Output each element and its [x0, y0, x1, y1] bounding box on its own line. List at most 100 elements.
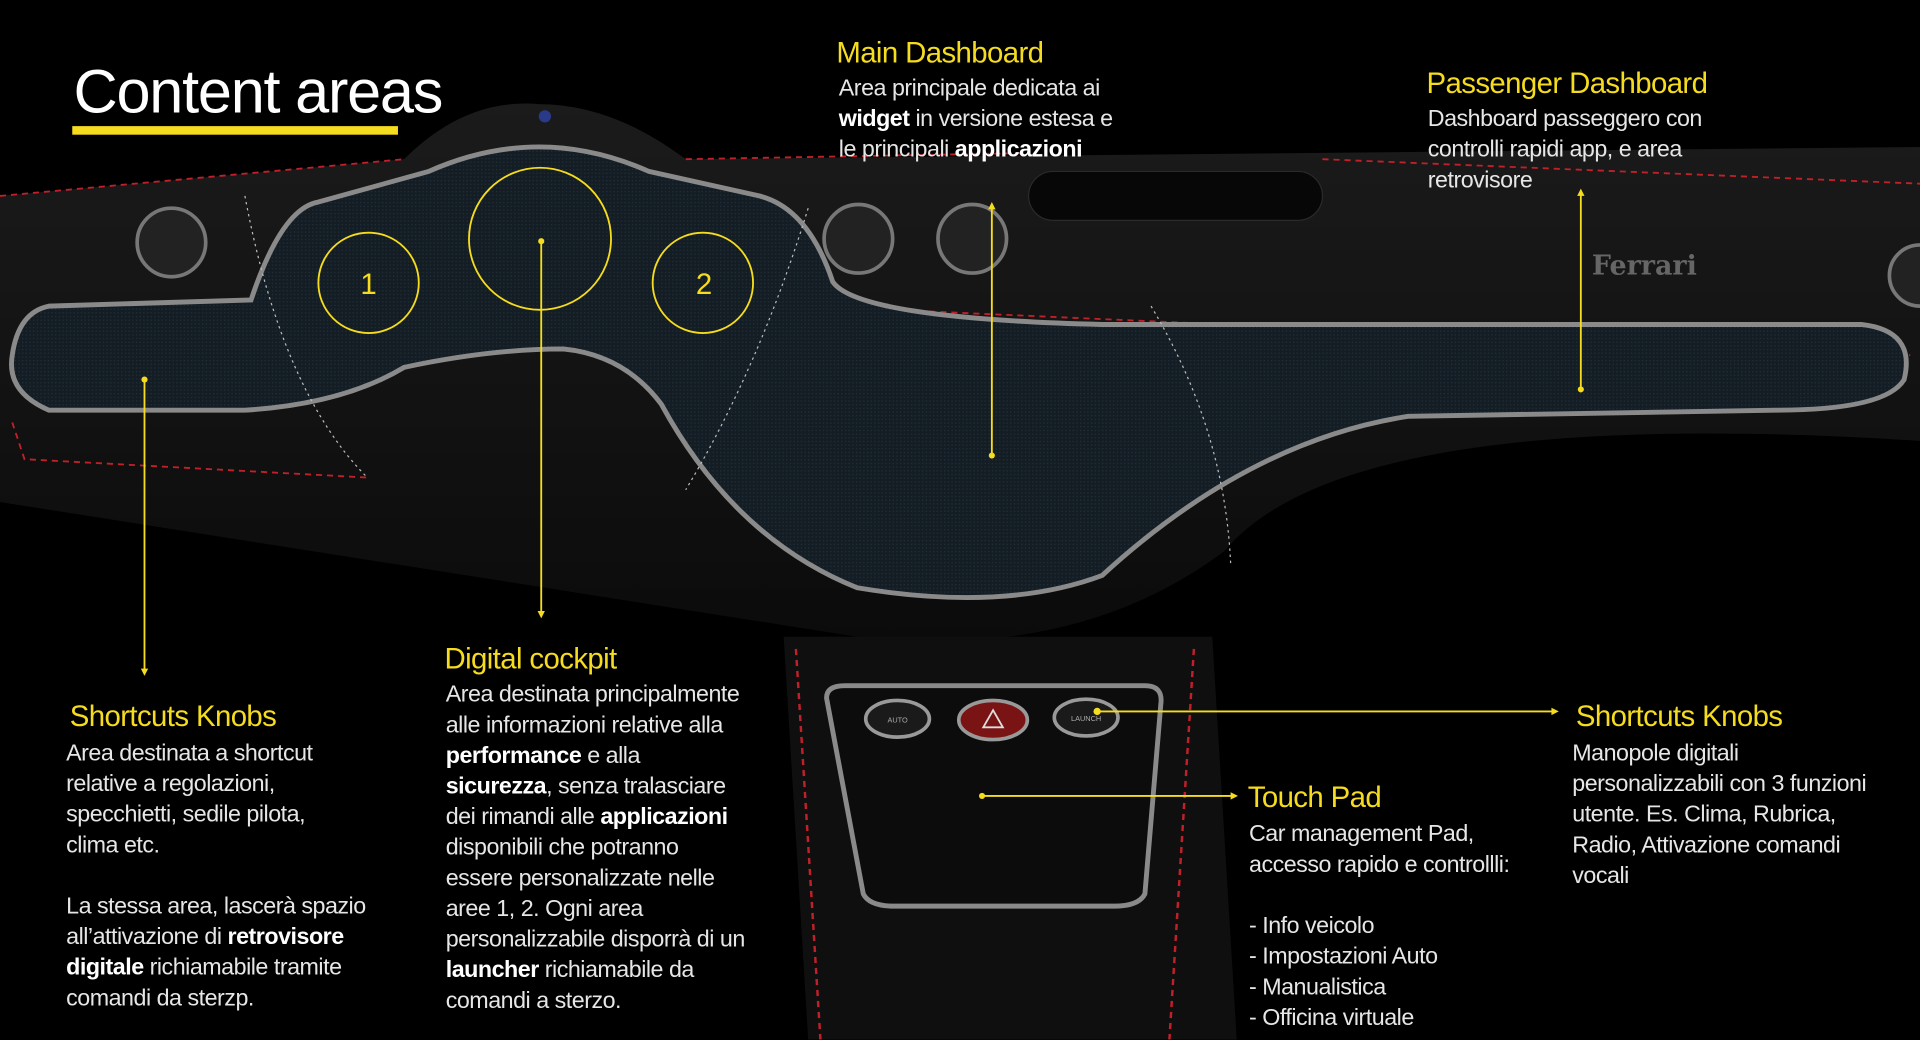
text-segment: Area destinata a shortcut [66, 740, 313, 767]
text-line: - Info veicolo [1249, 911, 1509, 942]
text-line: digitale richiamabile tramite [66, 953, 366, 984]
gauge-area-main [468, 166, 612, 311]
bold-term: digitale [66, 955, 144, 981]
text-segment: utente. Es. Clima, Rubrica, [1572, 802, 1836, 828]
gauge-area-1 [317, 231, 420, 334]
text-line: le principali applicazioni [839, 135, 1113, 166]
text-line: disponibili che potranno [446, 833, 745, 864]
bold-term: applicazioni [600, 804, 728, 831]
text-segment: - Officina virtuale [1248, 1005, 1414, 1032]
text-line: aree 1, 2. Ogni area [446, 894, 745, 925]
text-segment: - Manualistica [1248, 974, 1386, 1001]
text-line: vocali [1572, 861, 1866, 892]
text-line: Area principale dedicata ai [839, 73, 1113, 104]
text-line: essere personalizzate nelle [446, 863, 745, 894]
text-line: sicurezza, senza tralasciare [446, 771, 745, 802]
bold-term: retrovisore [227, 924, 345, 951]
text-segment: Dashboard passeggero con [1427, 106, 1703, 133]
text-segment: comandi da sterzp. [66, 985, 254, 1012]
camera-icon [538, 110, 552, 123]
text-segment: Area destinata principalmente [445, 682, 740, 708]
text-line: controlli rapidi app, e area [1428, 135, 1702, 166]
dashboard-screen [9, 144, 1909, 600]
touch-pad-heading: Touch Pad [1247, 781, 1382, 815]
page-title: Content areas [73, 57, 443, 127]
text-line: - Impostazioni Auto [1249, 942, 1509, 973]
title-underline [72, 126, 398, 135]
text-line: retrovisore [1428, 165, 1702, 196]
digital-cockpit-text: Area destinata principalmente alle inform… [445, 680, 746, 1017]
text-segment: alle informazioni relative alla [445, 712, 724, 739]
text-segment: dei rimandi alle [445, 804, 601, 831]
text-segment: personalizzabili con 3 funzioni [1572, 771, 1867, 798]
gauge-label-1: 1 [360, 268, 376, 301]
text-segment: clima etc. [66, 832, 160, 859]
text-line: relative a regolazioni, [66, 769, 366, 800]
text-segment: aree 1, 2. Ogni area [445, 896, 644, 923]
text-line: clima etc. [66, 830, 366, 861]
text-segment: vocali [1572, 863, 1629, 889]
text-line: - Officina virtuale [1249, 1003, 1509, 1034]
text-line: widget in versione estesa e [839, 104, 1113, 135]
text-line: alle informazioni relative alla [446, 710, 745, 741]
text-line: utente. Es. Clima, Rubrica, [1572, 800, 1866, 831]
text-line: comandi a sterzo. [446, 986, 745, 1017]
text-line: Area destinata principalmente [446, 680, 745, 711]
bold-term: widget [838, 106, 910, 133]
text-segment: , senza tralasciare [546, 773, 726, 800]
text-segment: specchietti, sedile pilota, [66, 802, 306, 828]
shortcuts-left-heading: Shortcuts Knobs [69, 700, 277, 734]
shortcuts-right-heading: Shortcuts Knobs [1575, 700, 1783, 734]
text-segment: Radio, Attivazione comandi [1572, 832, 1841, 859]
gauge-area-2 [651, 231, 754, 334]
text-segment: Manopole digitali [1572, 740, 1739, 767]
text-line: Dashboard passeggero con [1427, 104, 1703, 135]
digital-cockpit-heading: Digital cockpit [444, 642, 617, 676]
svg-text:LAUNCH: LAUNCH [1071, 714, 1101, 723]
text-segment: retrovisore [1427, 167, 1533, 194]
touch-pad-text: Car management Pad, accesso rapido e cont… [1248, 819, 1510, 1034]
text-line: personalizzabili con 3 funzioni [1572, 769, 1866, 800]
text-line: comandi da sterzp. [66, 983, 366, 1014]
text-segment: personalizzabile disporrà di un [445, 926, 746, 953]
text-line: all’attivazione di retrovisore [66, 922, 366, 953]
bold-term: applicazioni [954, 137, 1083, 163]
text-line: performance e alla [446, 741, 745, 772]
shortcuts-left-text: Area destinata a shortcut relative a rego… [66, 738, 366, 1014]
text-line: - Manualistica [1249, 972, 1509, 1003]
text-segment: comandi a sterzo. [445, 988, 622, 1014]
text-segment: La stessa area, lascerà spazio [66, 893, 366, 920]
text-segment: all’attivazione di [66, 924, 228, 951]
text-line [66, 861, 366, 892]
bold-term: sicurezza [445, 773, 547, 800]
svg-text:AUTO: AUTO [887, 715, 908, 724]
bold-term: performance [445, 743, 582, 769]
text-segment: controlli rapidi app, e area [1427, 137, 1682, 163]
text-line: Radio, Attivazione comandi [1572, 830, 1866, 861]
text-segment: le principali [838, 137, 955, 163]
launch-button: LAUNCH [1052, 697, 1120, 738]
text-segment: richiamabile tramite [143, 955, 342, 981]
text-line: personalizzabile disporrà di un [445, 924, 746, 955]
text-line: Manopole digitali [1572, 738, 1866, 769]
text-segment: richiamabile da [538, 957, 695, 984]
passenger-dashboard-heading: Passenger Dashboard [1426, 67, 1708, 101]
text-line [1249, 880, 1509, 911]
air-vent-icon [135, 202, 1920, 308]
text-line: accesso rapido e controllli: [1248, 850, 1510, 881]
passenger-dashboard-text: Dashboard passeggero con controlli rapidi… [1427, 104, 1703, 196]
text-segment: essere personalizzate nelle [445, 865, 715, 892]
text-segment: - Impostazioni Auto [1248, 944, 1438, 970]
main-dashboard-heading: Main Dashboard [836, 36, 1044, 70]
text-line: Car management Pad, [1249, 819, 1509, 850]
text-segment: in versione estesa e [909, 106, 1113, 133]
text-segment: Car management Pad, [1248, 821, 1474, 848]
text-line: dei rimandi alle applicazioni [446, 802, 745, 833]
text-line: Area destinata a shortcut [66, 738, 366, 769]
text-segment: relative a regolazioni, [66, 771, 275, 798]
text-line: launcher richiamabile da [446, 955, 745, 986]
text-segment: accesso rapido e controllli: [1248, 852, 1510, 878]
